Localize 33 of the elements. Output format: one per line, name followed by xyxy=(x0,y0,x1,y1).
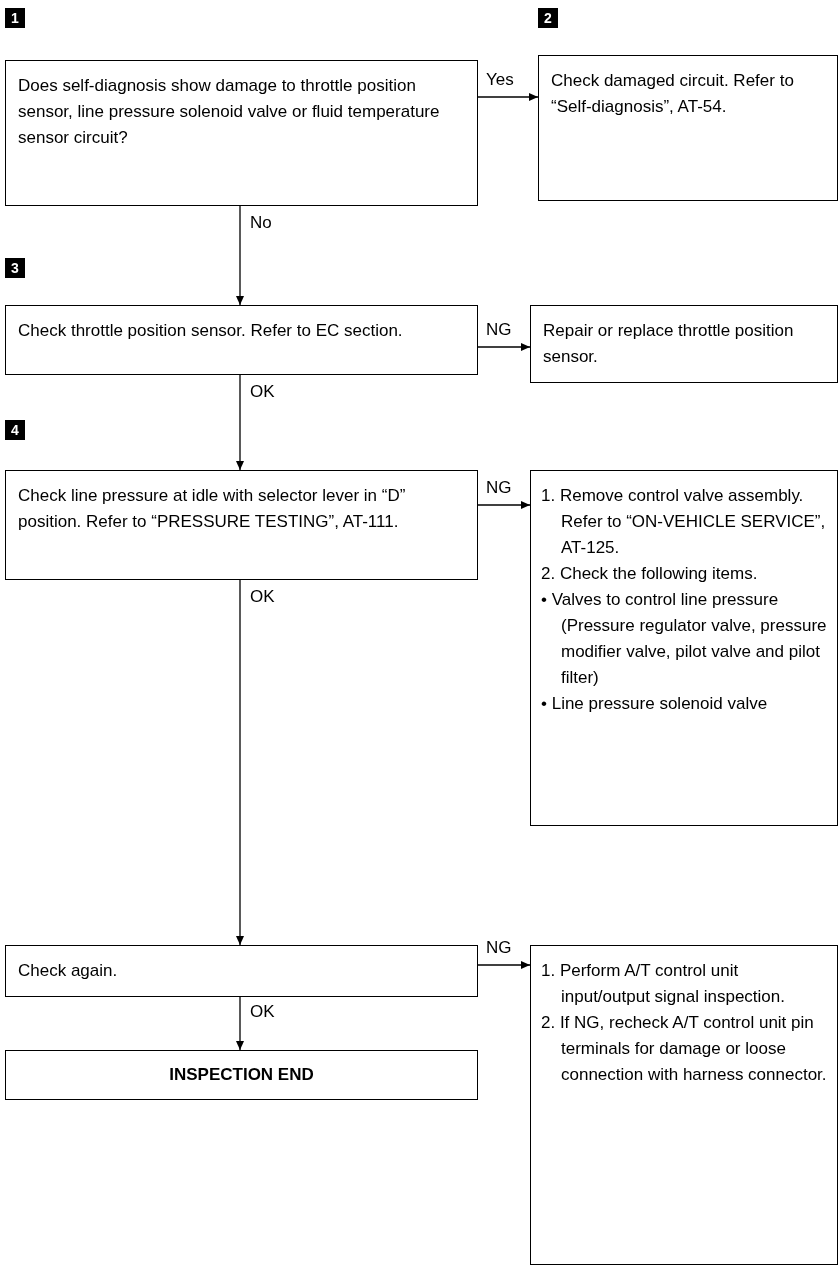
process-box xyxy=(538,55,838,201)
process-box xyxy=(530,945,838,1265)
box-text: Repair or replace throttle position sensor. xyxy=(543,320,795,368)
box-text: Check damaged circuit. Refer to “Self-diagnosis”, AT-54. xyxy=(551,70,795,118)
arrow xyxy=(236,205,244,306)
process-box xyxy=(5,470,478,580)
box-text: 1. Perform A/T control unit input/output signal inspection. xyxy=(541,960,786,1008)
step-number: 2 xyxy=(538,8,558,28)
process-box xyxy=(5,1050,478,1100)
box-text: 1. Remove control valve assembly. Refer to “ON-VEHICLE SERVICE”, AT-125. xyxy=(541,485,827,559)
arrow xyxy=(236,374,244,471)
process-box xyxy=(5,60,478,206)
arrow xyxy=(477,961,531,969)
box-text: Does self-diagnosis show damage to throttle position sensor, line pressure solenoid valve or fluid temperature sensor circuit? xyxy=(18,75,441,149)
step-number: 3 xyxy=(5,258,25,278)
box-text: INSPECTION END xyxy=(169,1064,314,1086)
box-text: 2. Check the following items. xyxy=(541,563,759,585)
process-box xyxy=(530,470,838,826)
box-text: 2. If NG, recheck A/T control unit pin terminals for damage or loose connection with harness connector. xyxy=(541,1012,827,1086)
process-box xyxy=(5,945,478,997)
box-text: Check line pressure at idle with selector lever in “D” position. Refer to “PRESSURE TESTING”, AT-111. xyxy=(18,485,407,533)
box-text: • Line pressure solenoid valve xyxy=(541,693,769,715)
box-text: Check throttle position sensor. Refer to EC section. xyxy=(18,320,404,342)
process-box xyxy=(5,305,478,375)
box-text: • Valves to control line pressure (Pressure regulator valve, pressure modifier valve, pilot valve and pilot filter) xyxy=(541,589,827,689)
arrow xyxy=(477,343,531,351)
step-number: 4 xyxy=(5,420,25,440)
arrow xyxy=(477,501,531,509)
arrow xyxy=(236,579,244,946)
process-box xyxy=(530,305,838,383)
box-text: Check again. xyxy=(18,960,119,982)
arrow xyxy=(477,93,539,101)
step-number: 1 xyxy=(5,8,25,28)
